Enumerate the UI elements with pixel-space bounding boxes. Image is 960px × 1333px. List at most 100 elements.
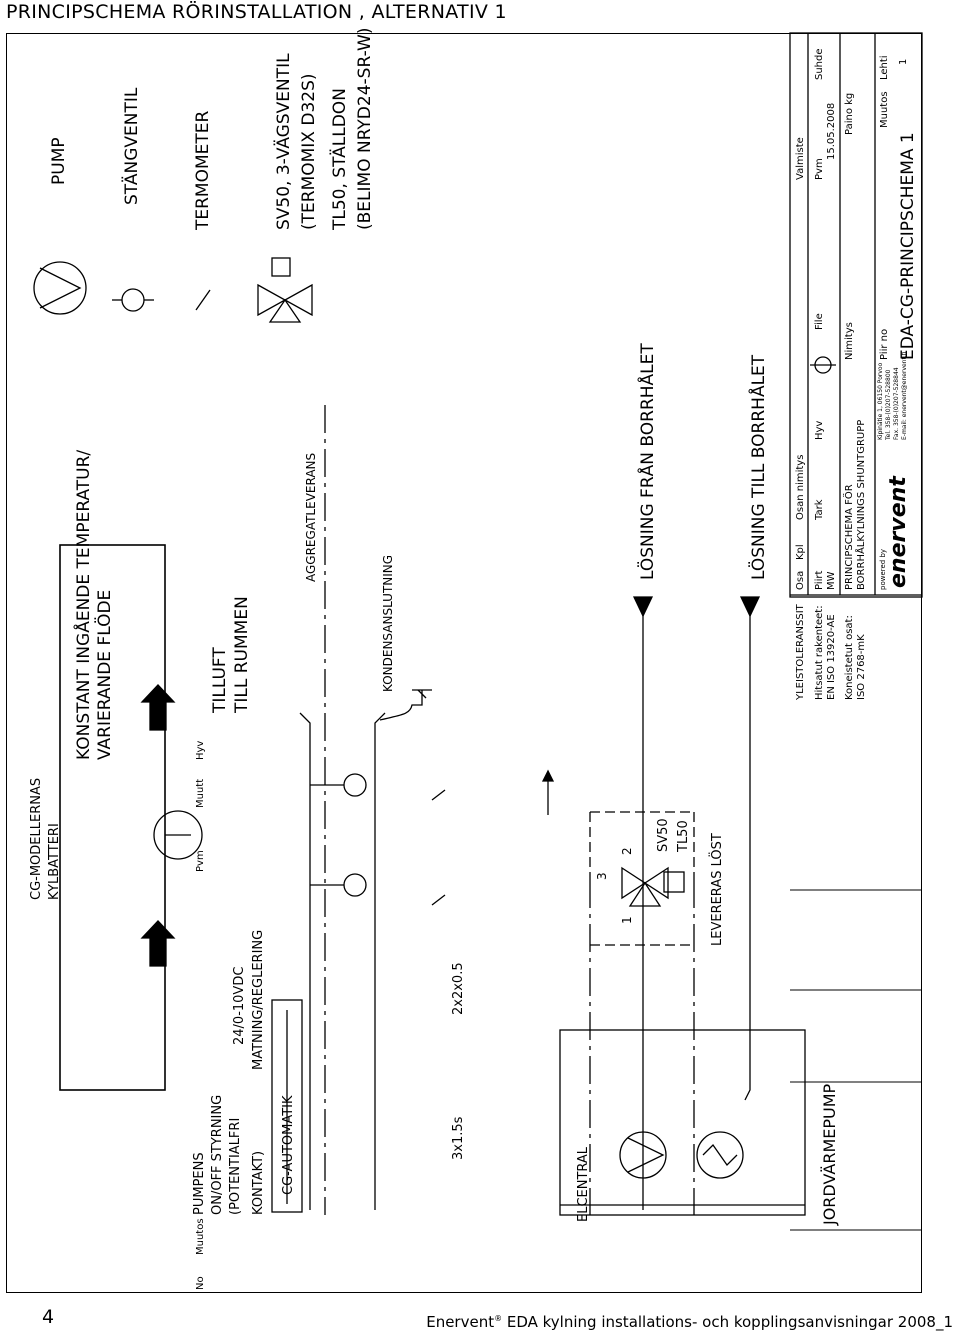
tb-address-1: Kipinätie 1, 06150 Porvoo [877,362,884,440]
legend-valve-symbol [121,288,145,312]
tb-drawing-number: EDA-CG-PRINCIPSCHEMA 1 [898,132,918,360]
footer-brand: Enervent [426,1313,495,1331]
tilluft-label-2: TILL RUMMEN [232,596,252,714]
cg-models-label-1: CG-MODELLERNAS [29,778,44,900]
pipe-coil-right [374,712,386,1210]
tb-hyv2: Hyv [814,421,825,440]
kondens-label: KONDENSANSLUTNING [381,555,395,692]
airflow-arrow-bottom [140,920,176,967]
legend-pump-symbol [33,261,87,315]
legend-tl50-line1: TL50, STÄLLDON [329,88,350,231]
legend-tl50-line2: (BELIMO NRYD24-SR-W) [355,28,375,230]
tb-pvm2: Pvm [814,158,825,180]
sv50-label: SV50 [656,818,671,852]
shutoff-valve-2 [343,873,367,897]
cg-models-label-2: KYLBATTERI [47,823,62,900]
tb-piirt-val: MW [826,571,837,590]
to-borehole-label: LÖSNING TILL BORRHÅLET [747,354,769,580]
thermometer-2 [431,894,446,906]
actuator-tl50 [663,871,685,893]
tb-tol-line3: Koneistetut osat: [844,615,855,700]
port-3-label: 3 [595,872,609,880]
legend-thermometer-symbol [195,289,211,311]
legend-valve-label: STÄNGVENTIL [121,87,142,205]
heat-exchanger-symbol [696,1131,744,1179]
tb-tark: Tark [814,499,825,521]
supply-label-2: MATNING/REGLERING [251,930,266,1070]
tb-muutos: Muutos [195,1218,206,1255]
pump-control-text-2: ON/OFF STYRNING [210,1095,225,1215]
drawing-frame [6,33,922,1293]
tb-osan-nimitys: Osan nimitys [795,455,806,520]
tilluft-label-1: TILLUFT [210,647,230,714]
elcentral-label: ELCENTRAL [576,1146,591,1222]
constant-temp-label-2: VARIERANDE FLÖDE [93,590,115,760]
footer-reg-mark: ® [494,1314,503,1323]
page-title: PRINCIPSCHEMA RÖRINSTALLATION , ALTERNAT… [6,1,507,23]
tb-hyv: Hyv [195,741,206,760]
pump-control-text-4: KONTAKT) [251,1151,266,1215]
tb-address-2: Tel. 358-(0)207-528800 [885,369,892,441]
pipe-to-borehole [744,612,751,1101]
tb-piirt: Piirt [814,571,825,590]
tb-muutt: Muutt [195,779,206,808]
tb-osa: Osa [795,571,806,590]
tb-address-4: E-mail: enervent@enervent.fi [901,351,908,440]
pump-control-text-3: (POTENTIALFRI [228,1118,243,1215]
ground-heat-pump-box [559,1029,806,1216]
airflow-arrow-top [140,684,176,731]
footer-rest: EDA kylning installations- och kopplings… [502,1313,953,1331]
tb-date: 15.05.2008 [826,103,837,160]
tb-muutos2: Muutos [879,91,890,128]
tb-no: No [195,1276,206,1290]
pump-control-text-1: PUMPENS [192,1152,207,1215]
cable-label-2: 2x2x0.5 [451,962,466,1015]
fan-symbol [153,810,203,860]
tb-address-3: Fax. 358-(0)207-528844 [893,367,900,440]
supply-label-1: 24/0-10VDC [232,967,247,1045]
legend-sv50-line1: SV50, 3-VÄGSVENTIL [273,53,294,230]
circulation-pump-symbol [619,1131,667,1179]
tb-paino: Paino kg [844,93,855,135]
port-1-label: 1 [620,916,634,924]
tb-valmiste: Valmiste [795,137,806,180]
footer-text: Enervent® EDA kylning installations- och… [426,1313,953,1331]
legend-thermometer-label: TERMOMETER [193,110,213,231]
condensate-drain [379,690,423,721]
jordvarmepump-label: JORDVÄRMEPUMP [820,1083,839,1226]
cooling-coil-box [59,544,166,1091]
shutoff-valve-1 [343,773,367,797]
pipe-coil-left [299,712,311,1210]
page-number: 4 [42,1306,55,1328]
tb-nimitys: Nimitys [844,322,855,360]
title-block [789,32,923,598]
delivered-loose-label: LEVERERAS LÖST [708,833,725,946]
enervent-logo: enervent [886,475,911,588]
tl50-label: TL50 [676,820,691,853]
port-2-label: 2 [620,847,634,855]
tb-nimitys-line1: PRINCIPSCHEMA FÖR [842,484,855,590]
tb-tolerances: YLEISTOLERANSSIT [795,603,806,701]
cable-label-1: 3x1.5s [451,1116,466,1160]
tb-piir-no: Piir no [879,329,890,360]
thermometer-1 [431,789,446,801]
aggregat-label: AGGREGATLEVERANS [304,453,318,582]
from-borehole-label: LÖSNING FRÅN BORRHÅLET [636,343,658,580]
tb-kpl: Kpl [795,544,806,560]
tb-tol-line4: ISO 2768-mK [856,634,867,700]
tb-suhde: Suhde [814,48,825,80]
tb-powered-by: powered by [879,549,887,590]
tb-tol-line1: Hitsatut rakenteet: [814,605,825,700]
tb-tol-line2: EN ISO 13920-AE [826,614,837,700]
tb-lehti: Lehti [879,55,890,80]
legend-pump-label: PUMP [49,137,69,185]
cg-automatik-label: CG-AUTOMATIK [281,1095,296,1195]
legend-3way-valve-symbol [257,283,313,323]
tb-file: File [814,313,825,330]
tb-nimitys-line2: BORRHÅLKYLNINGS SHUNTGRUPP [854,420,867,590]
cg-automatik-box [271,999,303,1213]
tb-pvm: Pvm [195,850,206,872]
three-way-valve-sv50 [621,866,669,907]
legend-sv50-line2: (TERMOMIX D32S) [299,74,319,231]
